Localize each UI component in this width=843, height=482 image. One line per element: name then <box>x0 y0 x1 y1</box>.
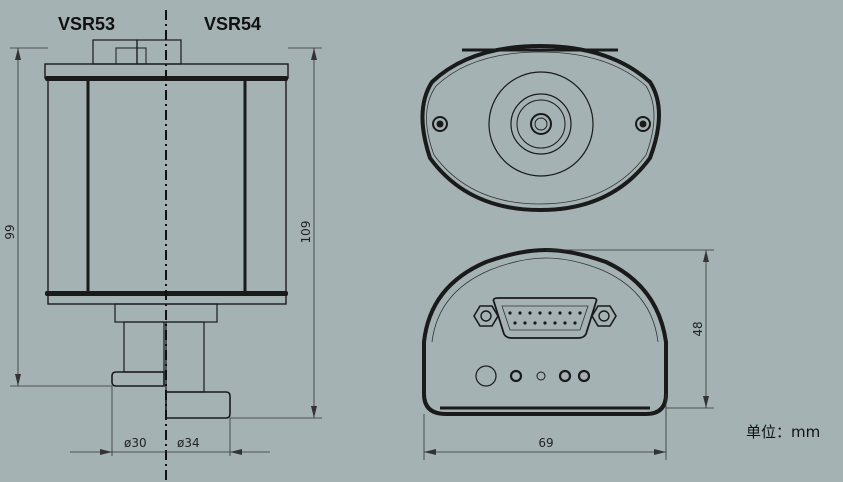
hex-screw-left <box>473 305 499 327</box>
screw-right-outer <box>635 116 651 132</box>
screw-left-outer <box>432 116 448 132</box>
arrow-69-right <box>654 449 666 455</box>
arrow-69-left <box>424 449 436 455</box>
dsub-insert <box>501 305 589 331</box>
flange-left <box>111 371 165 387</box>
arrow-d30 <box>100 449 112 455</box>
arrow-48-bottom <box>703 396 709 408</box>
led-large <box>475 365 497 387</box>
screw-left-inner <box>436 120 444 128</box>
dim-text-69: 69 <box>538 436 553 450</box>
flange-right <box>165 391 231 419</box>
dim-text-109: 109 <box>299 221 313 244</box>
label-vsr54: VSR54 <box>204 14 261 34</box>
top-cap-inner <box>115 47 147 65</box>
arrow-d34 <box>230 449 242 455</box>
led-2 <box>536 371 546 381</box>
dim-text-48: 48 <box>691 321 705 336</box>
arrow-109-top <box>311 48 317 60</box>
port-hole-outer <box>530 113 552 135</box>
port-hole-inner <box>534 117 548 131</box>
led-1 <box>509 369 523 383</box>
screw-right-inner <box>639 120 647 128</box>
top-view <box>420 43 661 213</box>
dim-text-99: 99 <box>3 224 17 239</box>
connector-body <box>422 247 668 416</box>
top-view-outer <box>420 43 661 213</box>
arrow-99-bottom <box>15 374 21 386</box>
dsub-pins <box>508 311 582 325</box>
led-4 <box>577 369 591 383</box>
top-cap-left <box>92 39 138 65</box>
side-view <box>10 10 322 482</box>
port-left <box>123 321 165 373</box>
port-right <box>165 321 205 393</box>
arrow-99-top <box>15 48 21 60</box>
dim-text-d34: ø34 <box>177 436 200 450</box>
top-view-inner-rim <box>426 51 655 205</box>
hex-screw-left-hole <box>480 310 492 322</box>
led-3 <box>558 369 572 383</box>
hex-screw-right <box>591 305 617 327</box>
top-cap-right <box>136 39 182 65</box>
connector-inner-rim <box>431 257 659 343</box>
hex-screw-right-hole <box>598 310 610 322</box>
port-ring-outer <box>488 71 594 177</box>
dim-text-d30: ø30 <box>124 436 147 450</box>
arrow-48-top <box>703 250 709 262</box>
label-vsr53: VSR53 <box>58 14 115 34</box>
dsub-shell <box>492 297 598 339</box>
unit-label: 单位：mm <box>746 423 820 441</box>
arrow-109-bottom <box>311 406 317 418</box>
port-ring-inner <box>516 99 566 149</box>
connector-view <box>422 247 714 460</box>
port-ring-mid <box>510 93 572 155</box>
